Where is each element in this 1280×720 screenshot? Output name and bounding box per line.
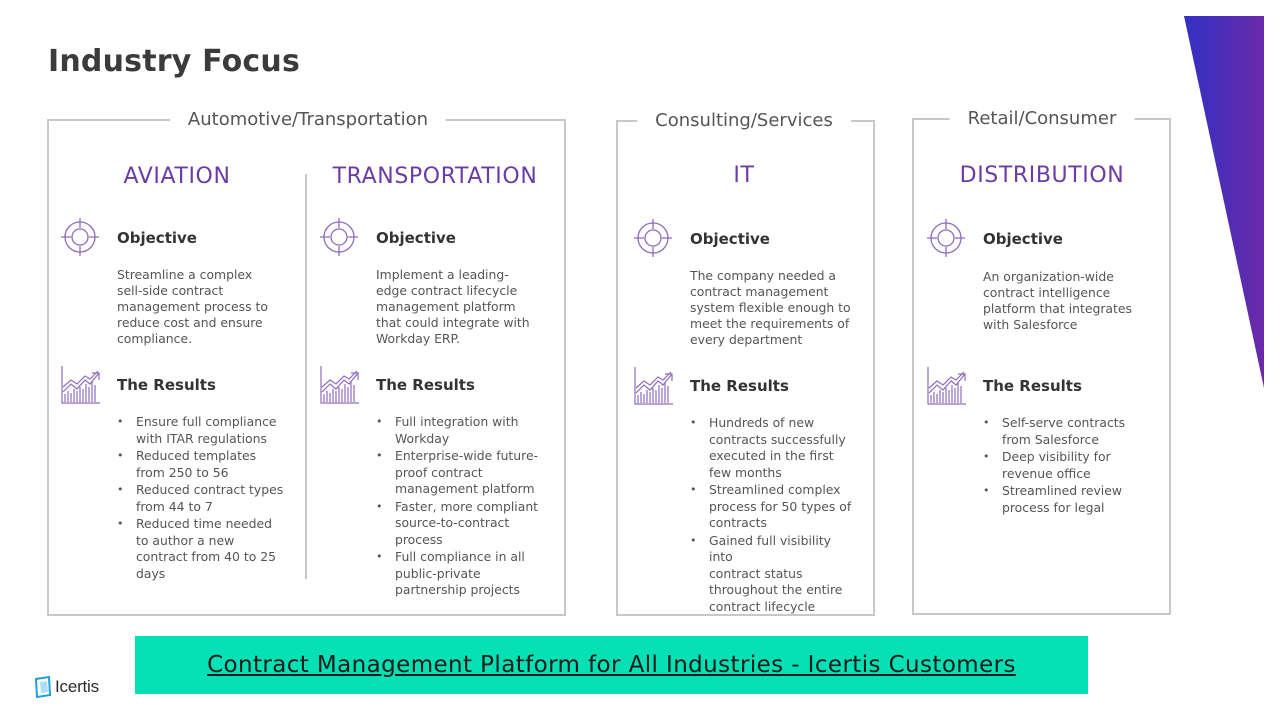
objective-heading: Objective [690,230,770,248]
column-divider [305,174,307,579]
decorative-gradient-shape [1184,16,1264,388]
industry-title: DISTRIBUTION [959,163,1125,188]
results-list: Full integration withWorkdayEnterprise-w… [376,414,544,600]
growth-chart-icon [632,365,674,407]
industry-title: IT [733,163,755,188]
group-label: Automotive/Transportation [169,109,447,131]
industry-title: TRANSPORTATION [332,164,538,189]
logo-mark-icon [34,676,52,698]
results-heading: The Results [117,376,216,394]
group-retail-consumer: Retail/Consumer [912,108,1171,615]
group-consulting-services: Consulting/Services [616,110,875,616]
group-label: Consulting/Services [637,110,851,132]
objective-text: Implement a leading-edge contract lifecy… [376,267,530,346]
industry-title: AVIATION [123,164,231,189]
results-heading: The Results [376,376,475,394]
result-item: Faster, more compliantsource-to-contract… [376,499,544,549]
group-label: Retail/Consumer [949,108,1135,130]
target-icon [59,216,101,258]
banner-link[interactable]: Contract Management Platform for All Ind… [207,652,1016,678]
growth-chart-icon [59,364,101,406]
objective-heading: Objective [376,229,456,247]
result-item: Enterprise-wide future-proof contractman… [376,448,544,498]
results-heading: The Results [983,377,1082,395]
footer-banner: Contract Management Platform for All Ind… [135,636,1088,694]
objective-heading: Objective [117,229,197,247]
objective-heading: Objective [983,230,1063,248]
target-icon [318,216,360,258]
growth-chart-icon [318,364,360,406]
result-item: Full compliance in allpublic-privatepart… [376,549,544,599]
results-heading: The Results [690,377,789,395]
page-title: Industry Focus [48,44,301,79]
logo-text: Icertis [55,677,99,696]
group-automotive-transportation: Automotive/Transportation [47,109,566,616]
target-icon [925,217,967,259]
growth-chart-icon [925,365,967,407]
target-icon [632,217,674,259]
company-logo: Icertis [33,676,99,698]
